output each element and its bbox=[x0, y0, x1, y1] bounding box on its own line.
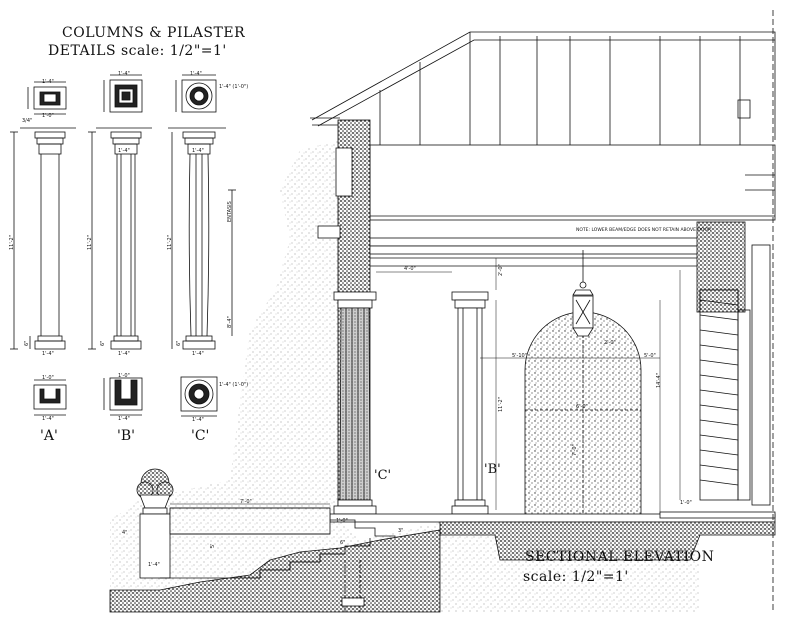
section-title: SECTIONAL ELEVATION bbox=[525, 549, 715, 565]
sectional-elevation bbox=[109, 10, 776, 613]
dim-arch-h: 14'-4" bbox=[656, 372, 662, 388]
dim-step2: 3" bbox=[398, 528, 404, 534]
dim-right-sill: 1'-0" bbox=[680, 500, 692, 506]
column-details bbox=[10, 74, 236, 417]
siding bbox=[699, 244, 771, 506]
dim-b-top-w: 1'-4" bbox=[118, 71, 130, 77]
right-wall-section bbox=[696, 221, 746, 313]
dim-c-top-diag: 1'-4" (1'-0") bbox=[219, 84, 249, 90]
plan-b-bottom bbox=[103, 377, 143, 416]
section-column-b bbox=[451, 291, 489, 515]
arched-opening bbox=[480, 300, 661, 519]
dim-c-bot-w: 1'-4" bbox=[192, 417, 204, 423]
dim-shaft-b: 11'-2" bbox=[87, 234, 93, 250]
ground-stipple bbox=[110, 140, 700, 612]
dim-a-bot-in: 1'-0" bbox=[42, 375, 54, 381]
detail-label-c: 'C' bbox=[191, 428, 210, 444]
dim-c-base-w: 1'-4" bbox=[192, 351, 204, 357]
dim-shaft-a: 11'-2" bbox=[9, 234, 15, 250]
dim-base-c: 6" bbox=[176, 340, 182, 346]
dim-step-w: 7'-0" bbox=[240, 499, 252, 505]
column-a-elevation bbox=[10, 127, 76, 350]
beam-note: NOTE: LOWER BEAM/EDGE DOES NOT RETAIN AB… bbox=[576, 228, 712, 233]
steps-and-retaining-wall bbox=[109, 507, 441, 613]
detail-label-b: 'B' bbox=[117, 428, 135, 444]
dim-shaft-c: 11'-2" bbox=[167, 234, 173, 250]
dim-entasis: ENTASIS bbox=[227, 201, 233, 222]
plan-a-bottom bbox=[33, 379, 67, 416]
section-column-b-label: 'B' bbox=[484, 462, 501, 477]
detail-label-a: 'A' bbox=[40, 428, 58, 444]
floor-slab bbox=[329, 511, 776, 561]
details-title-line2: DETAILS scale: 1/2"=1' bbox=[48, 43, 227, 59]
dim-ledge: 1'-0" bbox=[336, 518, 348, 524]
section-column-c-label: 'C' bbox=[374, 468, 392, 483]
dim-col-b-h: 11'-2" bbox=[498, 396, 504, 412]
plan-a-top bbox=[27, 81, 67, 115]
dim-b-bot-w: 1'-4" bbox=[118, 416, 130, 422]
dim-arch-mid: 6'-0" bbox=[576, 404, 588, 410]
dim-arch-w-r: 5'-0" bbox=[644, 353, 656, 359]
dim-c-mid: 8'-4" bbox=[227, 316, 233, 328]
dim-a-top-in: 1'-0" bbox=[42, 113, 54, 119]
dim-arch-low: 7'-0" bbox=[572, 444, 578, 456]
section-scale: scale: 1/2"=1' bbox=[523, 569, 629, 585]
dim-b-bot-in: 1'-0" bbox=[118, 373, 130, 379]
dim-wall-h: 5' bbox=[210, 543, 216, 548]
dim-base-a: 6" bbox=[24, 340, 30, 346]
roof bbox=[310, 31, 776, 145]
column-c-elevation bbox=[168, 127, 236, 350]
upper-wall bbox=[369, 144, 776, 221]
dim-c-bot-diag: 1'-4" (1'-0") bbox=[219, 382, 249, 388]
dim-cap-h: 3/4" bbox=[22, 118, 33, 124]
dim-lantern: 2'-0" bbox=[604, 340, 616, 346]
dim-base-b: 6" bbox=[100, 340, 106, 346]
dim-c-top-w: 1'-4" bbox=[190, 71, 202, 77]
dim-pier: 1'-4" bbox=[148, 562, 160, 568]
dim-a-base-w: 1'-4" bbox=[42, 351, 54, 357]
section-dimension-lines bbox=[170, 258, 681, 510]
dim-b-cap-w: 1'-4" bbox=[118, 148, 130, 154]
dim-a-bot-w: 1'-4" bbox=[42, 416, 54, 422]
dim-sill: 4" bbox=[122, 530, 128, 536]
dim-a-top-w: 1'-4" bbox=[42, 79, 54, 85]
section-column-c bbox=[333, 291, 377, 515]
dim-beam-span: 4'-0" bbox=[404, 266, 416, 272]
plan-b-top bbox=[103, 74, 143, 113]
plan-c-bottom bbox=[180, 376, 218, 417]
dim-c-cap-w: 1'-4" bbox=[192, 148, 204, 154]
details-title-line1: COLUMNS & PILASTER bbox=[62, 25, 246, 41]
dim-beam-h: 2'-0" bbox=[498, 264, 504, 276]
dim-step1: 6" bbox=[340, 540, 346, 546]
planter bbox=[136, 468, 174, 515]
lantern bbox=[572, 250, 594, 337]
dim-arch-w-l: 5'-10" bbox=[512, 353, 528, 359]
column-b-elevation bbox=[88, 127, 152, 350]
beam bbox=[369, 237, 701, 267]
dim-b-base-w: 1'-4" bbox=[118, 351, 130, 357]
plan-c-top bbox=[175, 74, 217, 113]
